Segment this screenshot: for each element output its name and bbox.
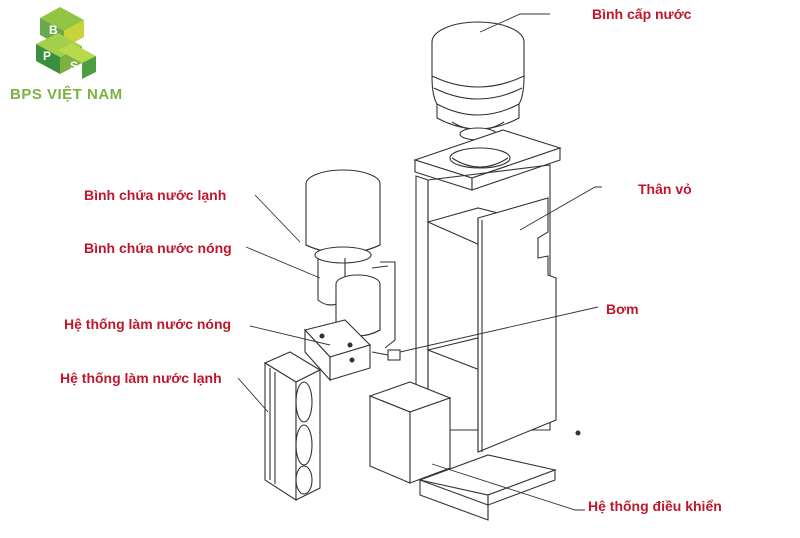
label-cold-tank: Bình chứa nước lạnh	[84, 187, 227, 203]
cooling-system-drawing	[263, 351, 322, 502]
label-heating-system: Hệ thống làm nước nóng	[64, 316, 232, 332]
cold-tank-drawing	[305, 169, 381, 306]
label-hot-tank: Bình chứa nước nóng	[84, 240, 232, 256]
leader-lines	[237, 13, 602, 511]
svg-text:P: P	[43, 49, 51, 63]
logo-mark: B P S	[36, 7, 96, 79]
svg-text:S: S	[70, 59, 78, 73]
heating-system-drawing	[303, 319, 372, 382]
pump-drawing	[371, 349, 401, 361]
control-system-drawing	[368, 381, 452, 484]
label-pump: Bơm	[606, 301, 639, 317]
label-cooling-system: Hệ thống làm nước lạnh	[60, 370, 222, 386]
label-body-shell: Thân vỏ	[638, 181, 692, 197]
label-control-system: Hệ thống điều khiển	[588, 498, 722, 514]
label-water-bottle: Bình cấp nước	[592, 6, 692, 22]
svg-text:B: B	[49, 23, 58, 37]
brand-name: BPS VIỆT NAM	[10, 86, 123, 103]
water-bottle-drawing	[431, 21, 525, 141]
